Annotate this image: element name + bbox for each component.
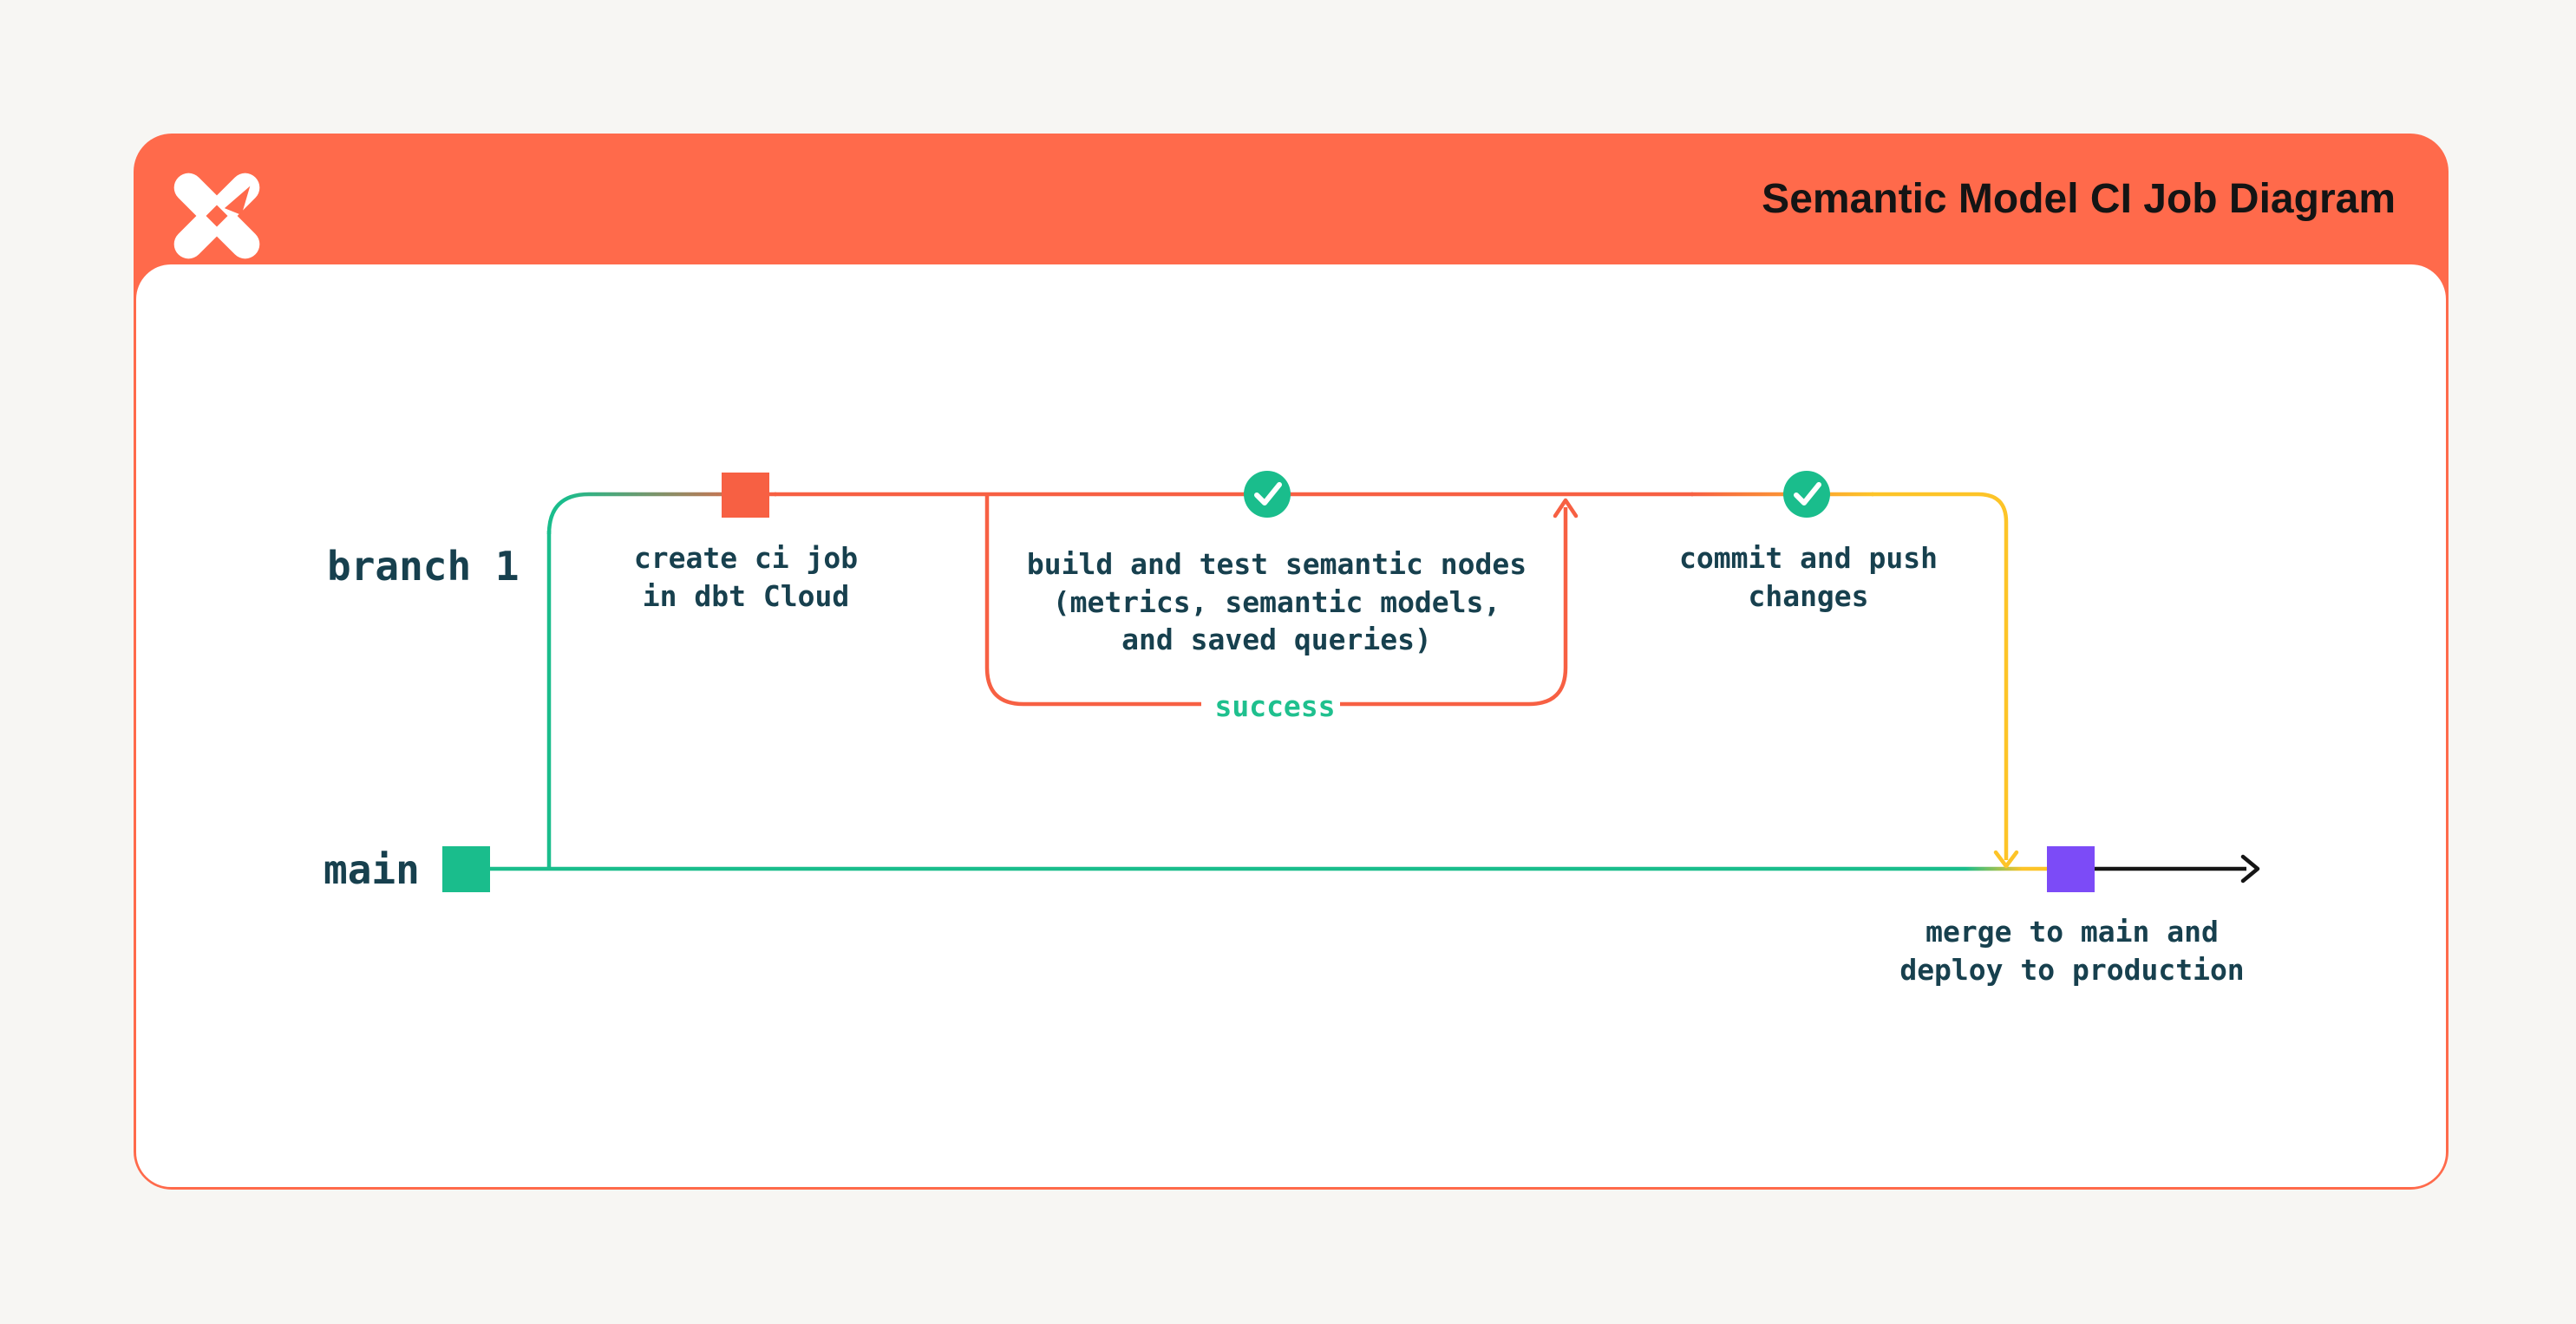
- card-header: Semantic Model CI Job Diagram: [134, 134, 2449, 264]
- create-ci-line-1: create ci job: [633, 541, 859, 575]
- branch-1-label: branch 1: [327, 543, 520, 590]
- build-test-line-2: (metrics, semantic models,: [1052, 584, 1501, 619]
- success-loop-right: [1340, 507, 1568, 707]
- commit-check-icon: [1783, 471, 1830, 518]
- card-body: [136, 264, 2446, 1187]
- main-start-commit-square: [442, 846, 490, 892]
- merge-deploy-line-2: deploy to production: [1899, 952, 2245, 987]
- loop-up-arrowhead: [1553, 498, 1579, 519]
- success-label: success: [1214, 689, 1336, 723]
- main-label: main: [324, 846, 420, 893]
- create-ci-line-2: in dbt Cloud: [642, 578, 850, 613]
- merge-deploy-line-1: merge to main and: [1925, 915, 2219, 949]
- build-test-label: build and test semantic nodes(metrics, s…: [1027, 545, 1527, 659]
- diagram-card: Semantic Model CI Job Diagram: [134, 134, 2449, 1190]
- branch-line-yellow-descent: [1872, 492, 2009, 860]
- build-test-line-3: and saved queries): [1121, 623, 1432, 656]
- production-arrowhead: [2240, 854, 2260, 884]
- dbt-logo-icon: [173, 173, 260, 259]
- build-test-line-1: build and test semantic nodes: [1026, 547, 1527, 581]
- commit-push-line-1: commit and push: [1678, 541, 1939, 575]
- merge-commit-square: [2047, 846, 2095, 892]
- create-ci-commit-square: [722, 473, 769, 518]
- build-check-icon: [1244, 471, 1291, 518]
- yellow-down-arrowhead: [1993, 850, 2019, 869]
- branch-corner-blend: [546, 492, 776, 535]
- page-title: Semantic Model CI Job Diagram: [1762, 176, 2396, 222]
- commit-push-line-2: changes: [1748, 578, 1869, 613]
- success-loop-left: [984, 494, 1201, 707]
